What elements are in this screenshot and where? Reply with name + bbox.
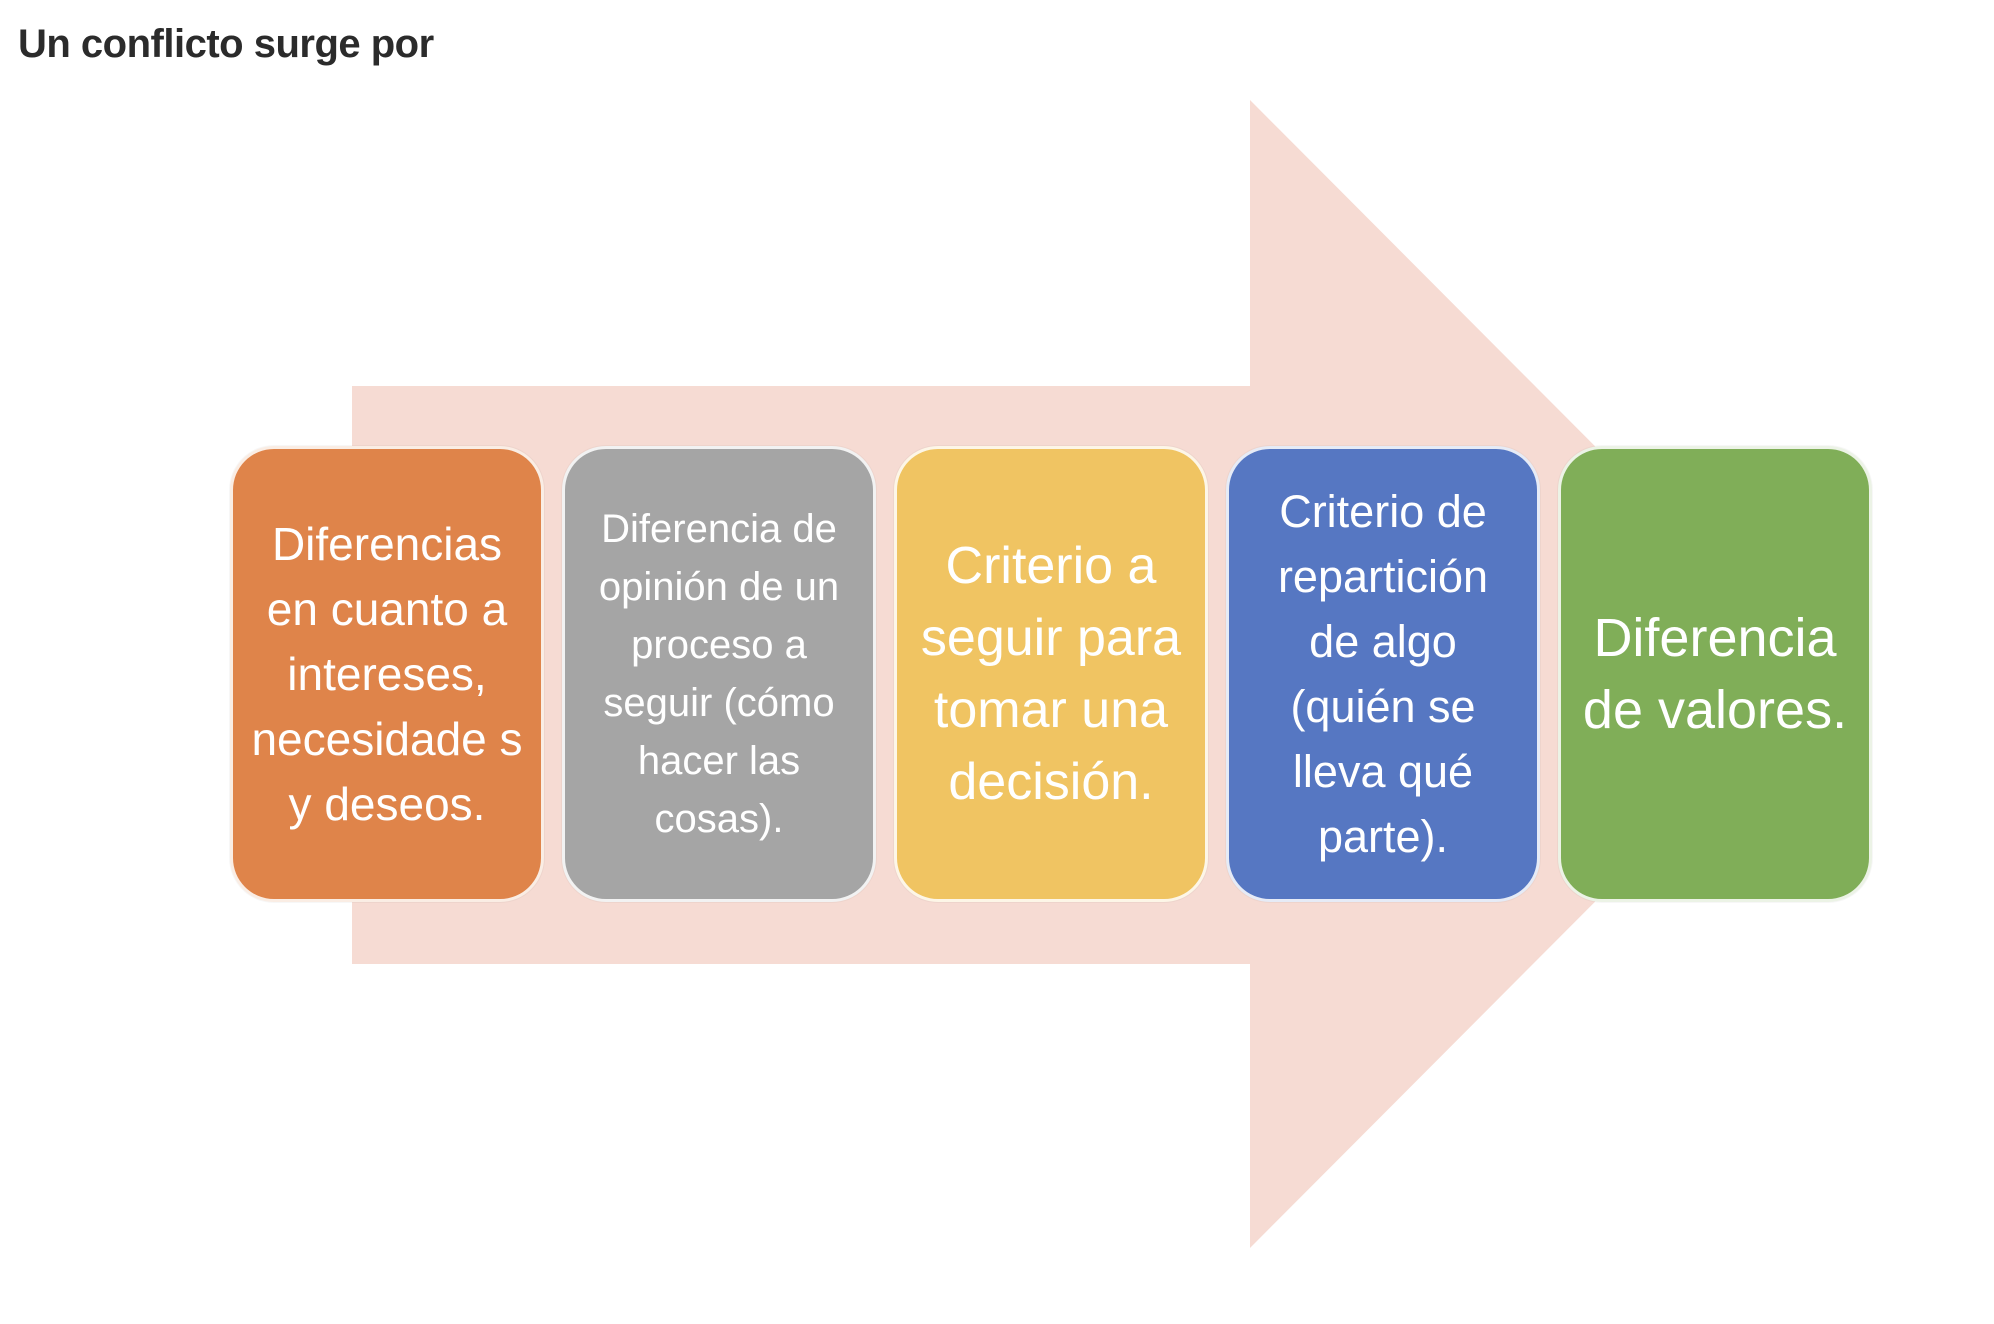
step-label-opinion-proceso: Diferencia de opinión de un proceso a se… xyxy=(598,507,840,841)
step-box-opinion-proceso: Diferencia de opinión de un proceso a se… xyxy=(562,446,876,902)
step-label-criterio-decision: Criterio a seguir para tomar una decisió… xyxy=(920,537,1182,811)
step-label-intereses: Diferencias en cuanto a intereses, neces… xyxy=(251,517,523,830)
step-box-intereses: Diferencias en cuanto a intereses, neces… xyxy=(230,446,544,902)
step-box-criterio-decision: Criterio a seguir para tomar una decisió… xyxy=(894,446,1208,902)
step-label-criterio-reparticion: Criterio de repartición de algo (quién s… xyxy=(1277,486,1489,862)
step-box-valores: Diferencia de valores. xyxy=(1558,446,1872,902)
step-label-valores: Diferencia de valores. xyxy=(1582,608,1848,740)
step-box-criterio-reparticion: Criterio de repartición de algo (quién s… xyxy=(1226,446,1540,902)
page-title: Un conflicto surge por xyxy=(18,22,434,66)
